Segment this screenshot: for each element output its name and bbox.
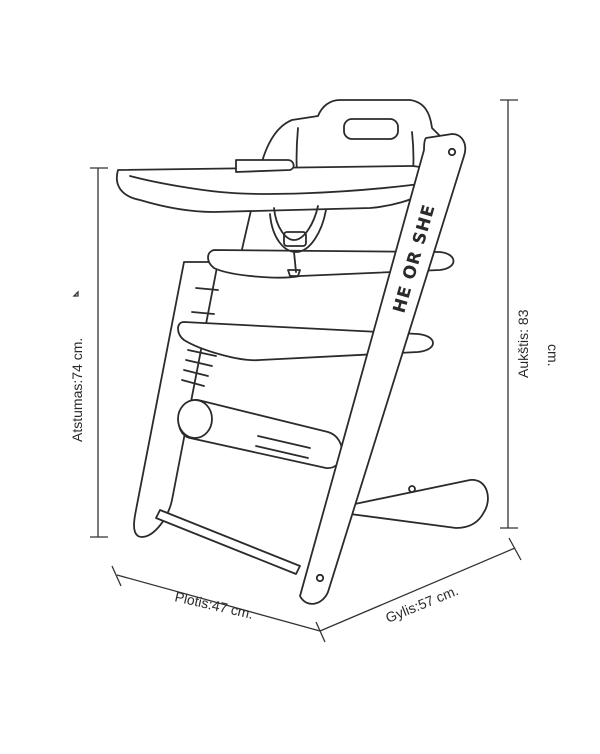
backrest-handle: [343, 118, 399, 140]
back-leg-left: [133, 261, 219, 538]
distance-label: Atstumas:74 cm.: [69, 338, 85, 442]
harness: [269, 205, 327, 277]
width-label: Plotis:47 cm.: [173, 588, 255, 622]
dimension-lines: [72, 99, 522, 643]
rear-base: [334, 479, 489, 529]
height-unit-label: cm.: [545, 344, 561, 367]
chair-illustration: HE OR SHE: [116, 99, 489, 605]
footbar: [155, 509, 301, 575]
depth-label: Gylis:57 cm.: [383, 582, 460, 626]
tray: [116, 165, 434, 213]
height-label: Aukštis: 83: [515, 309, 531, 378]
front-leg-right: [299, 133, 467, 605]
